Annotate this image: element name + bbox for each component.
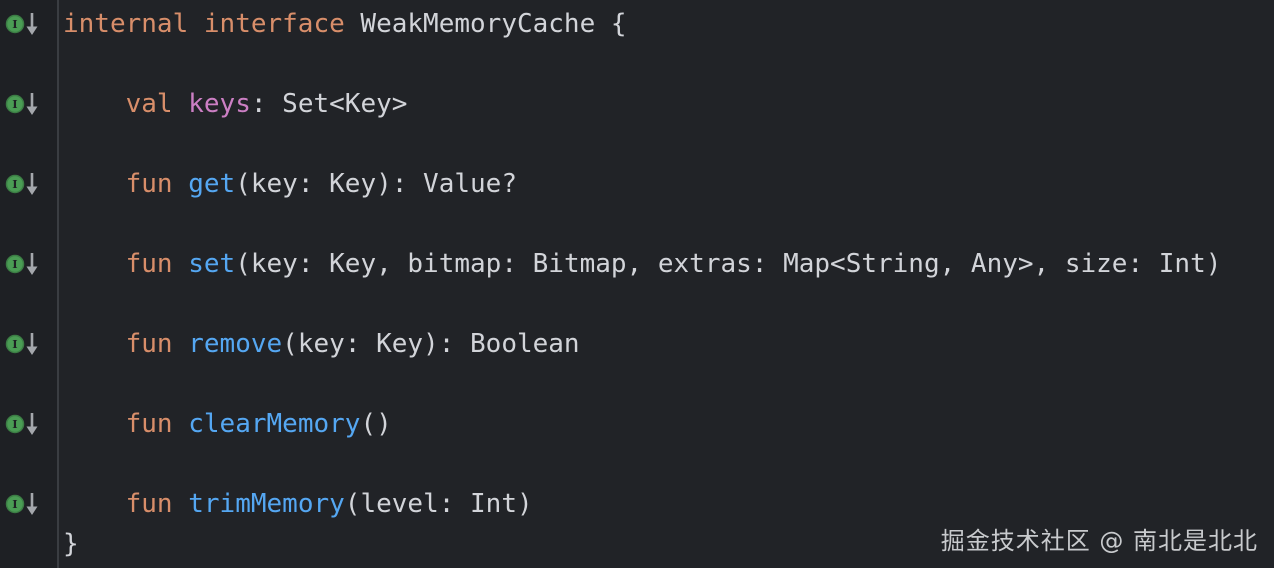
code-token-text: (): [360, 409, 392, 439]
implemented-interface-marker[interactable]: I: [3, 331, 43, 357]
code-line[interactable]: [63, 44, 1274, 84]
svg-text:I: I: [12, 97, 17, 111]
code-line[interactable]: [63, 284, 1274, 324]
code-token-text: (key: Key): Value?: [235, 169, 517, 199]
code-token-text: [173, 169, 189, 199]
down-arrow-icon: [26, 173, 38, 195]
code-token-text: : Set<Key>: [250, 89, 408, 119]
code-token-function: remove: [188, 329, 283, 359]
code-token-text: [63, 409, 126, 439]
interface-icon: I: [5, 94, 25, 114]
code-token-text: [173, 249, 189, 279]
watermark: 掘金技术社区 @ 南北是北北: [940, 527, 1258, 555]
svg-text:I: I: [12, 177, 17, 191]
code-lines: internal interface WeakMemoryCache { val…: [63, 4, 1274, 564]
code-token-text: [63, 249, 126, 279]
code-token-text: [63, 329, 126, 359]
code-token-text: [173, 89, 189, 119]
svg-text:I: I: [12, 17, 17, 31]
implemented-interface-marker[interactable]: I: [3, 491, 43, 517]
code-token-function: get: [188, 169, 236, 199]
code-token-function: trimMemory: [188, 489, 345, 519]
code-line[interactable]: [63, 124, 1274, 164]
code-token-text: (level: Int): [344, 489, 533, 519]
code-line[interactable]: fun get(key: Key): Value?: [63, 164, 1274, 204]
interface-icon: I: [5, 334, 25, 354]
code-token-keyword: fun: [125, 409, 173, 439]
down-arrow-icon: [26, 493, 38, 515]
code-token-keyword: internal: [63, 9, 189, 39]
code-token-text: WeakMemoryCache {: [344, 9, 627, 39]
code-line[interactable]: fun clearMemory(): [63, 404, 1274, 444]
down-arrow-icon: [26, 333, 38, 355]
svg-text:I: I: [12, 417, 17, 431]
code-token-keyword: val: [125, 89, 173, 119]
code-token-text: [63, 169, 126, 199]
implemented-interface-marker[interactable]: I: [3, 171, 43, 197]
code-line[interactable]: }: [63, 524, 1274, 564]
code-line[interactable]: [63, 204, 1274, 244]
interface-icon: I: [5, 414, 25, 434]
code-token-text: [173, 409, 189, 439]
code-editor[interactable]: internal interface WeakMemoryCache { val…: [63, 4, 1274, 564]
code-token-keyword: fun: [125, 169, 173, 199]
code-line[interactable]: fun trimMemory(level: Int): [63, 484, 1274, 524]
code-token-keyword: fun: [125, 489, 173, 519]
code-token-text: [63, 489, 126, 519]
code-line[interactable]: [63, 364, 1274, 404]
code-token-keyword: fun: [125, 249, 173, 279]
implemented-interface-marker[interactable]: I: [3, 91, 43, 117]
interface-icon: I: [5, 14, 25, 34]
svg-text:I: I: [12, 337, 17, 351]
down-arrow-icon: [26, 13, 38, 35]
code-line[interactable]: fun set(key: Key, bitmap: Bitmap, extras…: [63, 244, 1274, 284]
down-arrow-icon: [26, 413, 38, 435]
code-line[interactable]: internal interface WeakMemoryCache {: [63, 4, 1274, 44]
implemented-interface-marker[interactable]: I: [3, 251, 43, 277]
interface-icon: I: [5, 174, 25, 194]
code-line[interactable]: val keys: Set<Key>: [63, 84, 1274, 124]
down-arrow-icon: [26, 253, 38, 275]
code-token-property: keys: [188, 89, 251, 119]
svg-text:I: I: [12, 257, 17, 271]
interface-icon: I: [5, 494, 25, 514]
code-token-keyword: interface: [203, 9, 345, 39]
code-token-text: (key: Key): Boolean: [282, 329, 580, 359]
code-token-text: [173, 489, 189, 519]
code-token-text: [173, 329, 189, 359]
svg-text:I: I: [12, 497, 17, 511]
down-arrow-icon: [26, 93, 38, 115]
code-token-text: (key: Key, bitmap: Bitmap, extras: Map<S…: [235, 249, 1222, 279]
code-token-function: clearMemory: [188, 409, 361, 439]
implemented-interface-marker[interactable]: I: [3, 11, 43, 37]
implemented-interface-marker[interactable]: I: [3, 411, 43, 437]
code-token-keyword: fun: [125, 329, 173, 359]
interface-icon: I: [5, 254, 25, 274]
code-token-text: }: [63, 529, 79, 559]
code-token-function: set: [188, 249, 236, 279]
code-line[interactable]: fun remove(key: Key): Boolean: [63, 324, 1274, 364]
code-token-text: [63, 89, 126, 119]
code-token-text: [188, 9, 204, 39]
editor-gutter: I I I I I I I: [0, 0, 59, 568]
code-line[interactable]: [63, 444, 1274, 484]
